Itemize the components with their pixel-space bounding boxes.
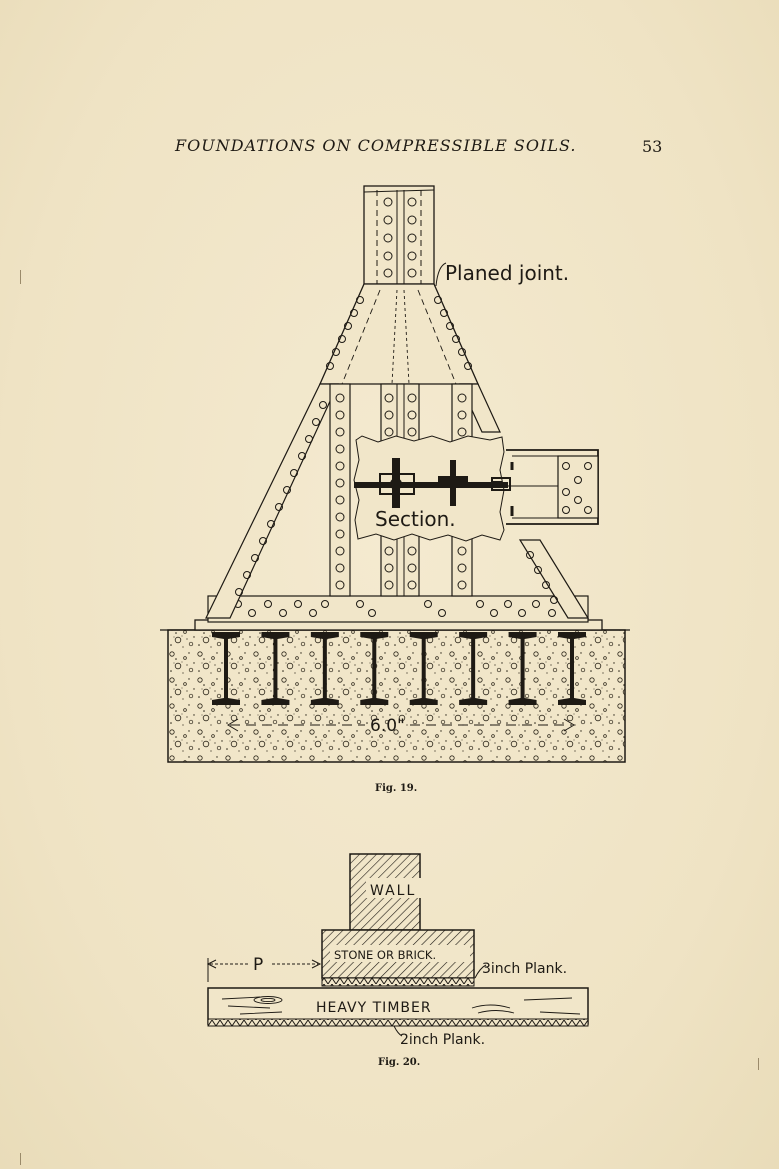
rivet (457, 546, 467, 556)
margin-mark (20, 1153, 21, 1165)
i-beam (459, 632, 488, 705)
i-beam (310, 632, 339, 705)
figure-19-caption: Fig. 19. (375, 783, 418, 794)
page-number: 53 (642, 137, 663, 156)
rivet (335, 410, 345, 420)
rivet (407, 546, 417, 556)
rivet (335, 393, 345, 403)
concrete-base (160, 629, 630, 763)
section-label: Section. (375, 507, 456, 531)
rivet (457, 580, 467, 590)
rivet (457, 427, 467, 437)
dimension-label: 6.0" (370, 716, 405, 736)
figure-19-drawing: 6.0" (160, 185, 630, 763)
rivet (335, 444, 345, 454)
rivet (457, 410, 467, 420)
i-beam (360, 632, 389, 705)
rivet (384, 410, 394, 420)
rivet (457, 563, 467, 573)
rivet (407, 427, 417, 437)
page-header: FOUNDATIONS ON COMPRESSIBLE SOILS. 53 (170, 136, 670, 164)
left-diagonal-brace (205, 383, 339, 619)
margin-mark (20, 270, 21, 284)
i-beam (508, 632, 537, 705)
i-beam (212, 632, 240, 705)
dimension-line (227, 718, 575, 732)
rivet (335, 563, 345, 573)
i-beam (558, 632, 586, 705)
rivet (335, 461, 345, 471)
rivet (407, 410, 417, 420)
flared-cap (319, 283, 479, 385)
rivet (457, 393, 467, 403)
rivet (335, 512, 345, 522)
i-beam (409, 632, 438, 705)
rivet (335, 580, 345, 590)
rivet (335, 529, 345, 539)
running-title: FOUNDATIONS ON COMPRESSIBLE SOILS. (175, 136, 577, 155)
planed-joint-leader (435, 262, 447, 287)
rivet (384, 580, 394, 590)
figure-20-caption: Fig. 20. (378, 1057, 421, 1068)
rivet (407, 393, 417, 403)
rivet (335, 495, 345, 505)
rivet (335, 478, 345, 488)
bottom-chord (207, 595, 589, 623)
rivet (335, 427, 345, 437)
rivet (407, 563, 417, 573)
rivet (335, 546, 345, 556)
rivet (384, 393, 394, 403)
rivet (384, 546, 394, 556)
steel-beam-grillage (212, 632, 586, 705)
margin-mark (758, 1058, 759, 1070)
planed-joint-label: Planed joint. (445, 261, 569, 285)
i-beam (261, 632, 290, 705)
column-upper (363, 185, 435, 285)
rivet (384, 563, 394, 573)
rivet (407, 580, 417, 590)
section-inset (353, 435, 599, 542)
rivet (384, 427, 394, 437)
